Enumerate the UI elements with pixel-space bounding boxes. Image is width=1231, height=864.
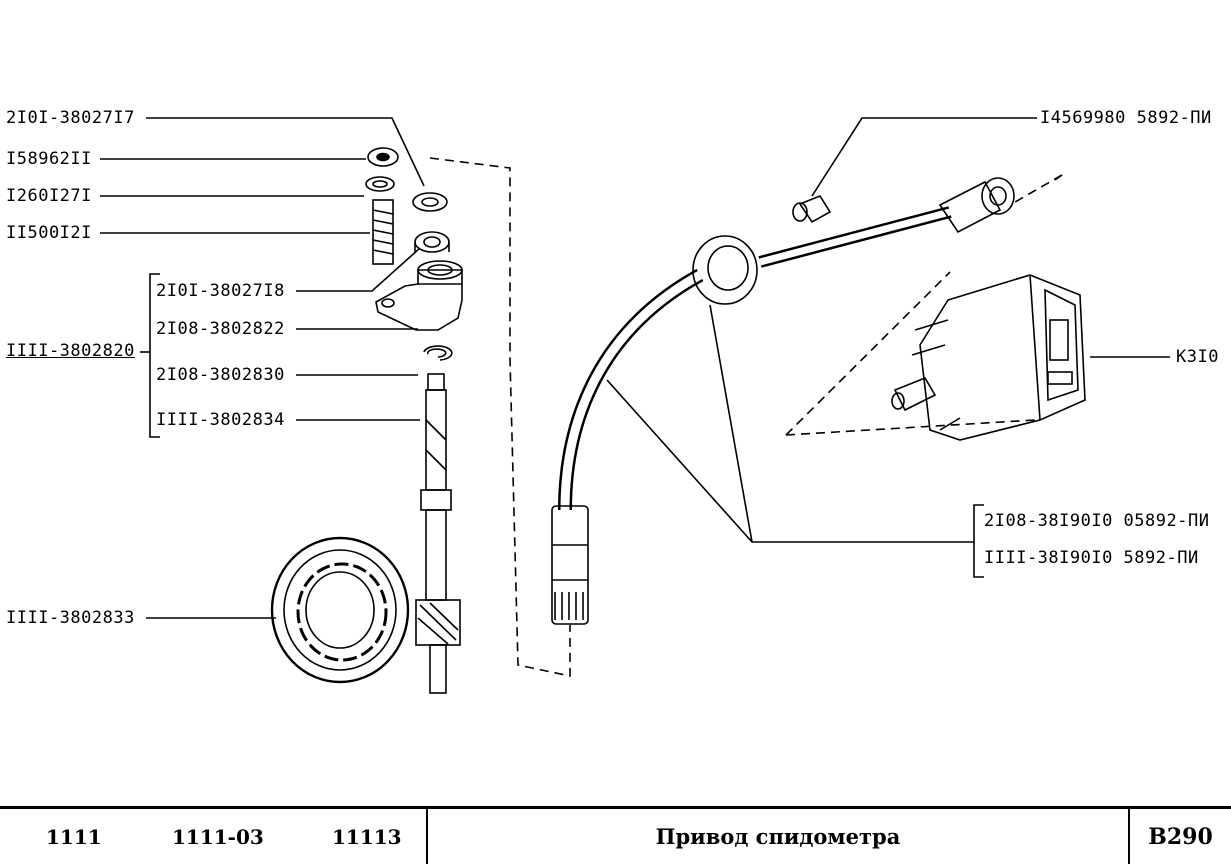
title-block: 1111 1111-03 11113 Привод спидометра В29… (0, 806, 1231, 864)
label-part-2108-3802830: 2I08-3802830 (156, 365, 285, 385)
seal-ring-part (412, 192, 448, 212)
driven-gear-shaft-part (415, 373, 461, 694)
label-part-15896211: I58962II (6, 149, 92, 169)
title-divider-left (426, 809, 428, 864)
assembly-dashed-lines (429, 157, 1063, 677)
instrument-cluster-part (891, 274, 1086, 441)
label-part-2108-3819010: 2I08-38I90I0 05892-ПИ (984, 511, 1210, 531)
label-part-1111-3802834: IIII-3802834 (156, 410, 285, 430)
label-part-1111-3802833: IIII-3802833 (6, 608, 135, 628)
washer-part (365, 176, 395, 192)
nut-part (367, 147, 399, 167)
speedometer-cable-part (551, 177, 1015, 625)
bushing-part (414, 231, 450, 253)
label-group-1111-3802820: IIII-3802820 (6, 341, 135, 361)
label-part-2108-3802822: 2I08-3802822 (156, 319, 285, 339)
label-part-1111-3819010: IIII-38I90I0 5892-ПИ (984, 548, 1199, 568)
model-11113: 11113 (332, 824, 402, 849)
label-part-12601271: I260I27I (6, 186, 92, 206)
label-part-11500121: II500I2I (6, 223, 92, 243)
retaining-ring-part (423, 345, 453, 361)
stud-part (372, 199, 394, 265)
exploded-parts-diagram (100, 117, 1170, 694)
model-1111: 1111 (46, 824, 102, 849)
page-code: В290 (1148, 823, 1213, 850)
label-part-14569980: I4569980 5892-ПИ (1040, 108, 1212, 128)
label-part-k310: К3I0 (1176, 347, 1219, 367)
page-title: Привод спидометра (655, 824, 901, 849)
drive-gear-ring-part (270, 536, 410, 684)
model-1111-03: 1111-03 (172, 824, 264, 849)
leader-lines-right (606, 117, 1170, 578)
leader-lines-left (100, 117, 425, 619)
label-part-2101-3802718: 2I0I-38027I8 (156, 281, 285, 301)
drive-housing-part (375, 260, 463, 331)
label-part-2101-3802717: 2I0I-38027I7 (6, 108, 135, 128)
title-divider-right (1128, 809, 1130, 864)
